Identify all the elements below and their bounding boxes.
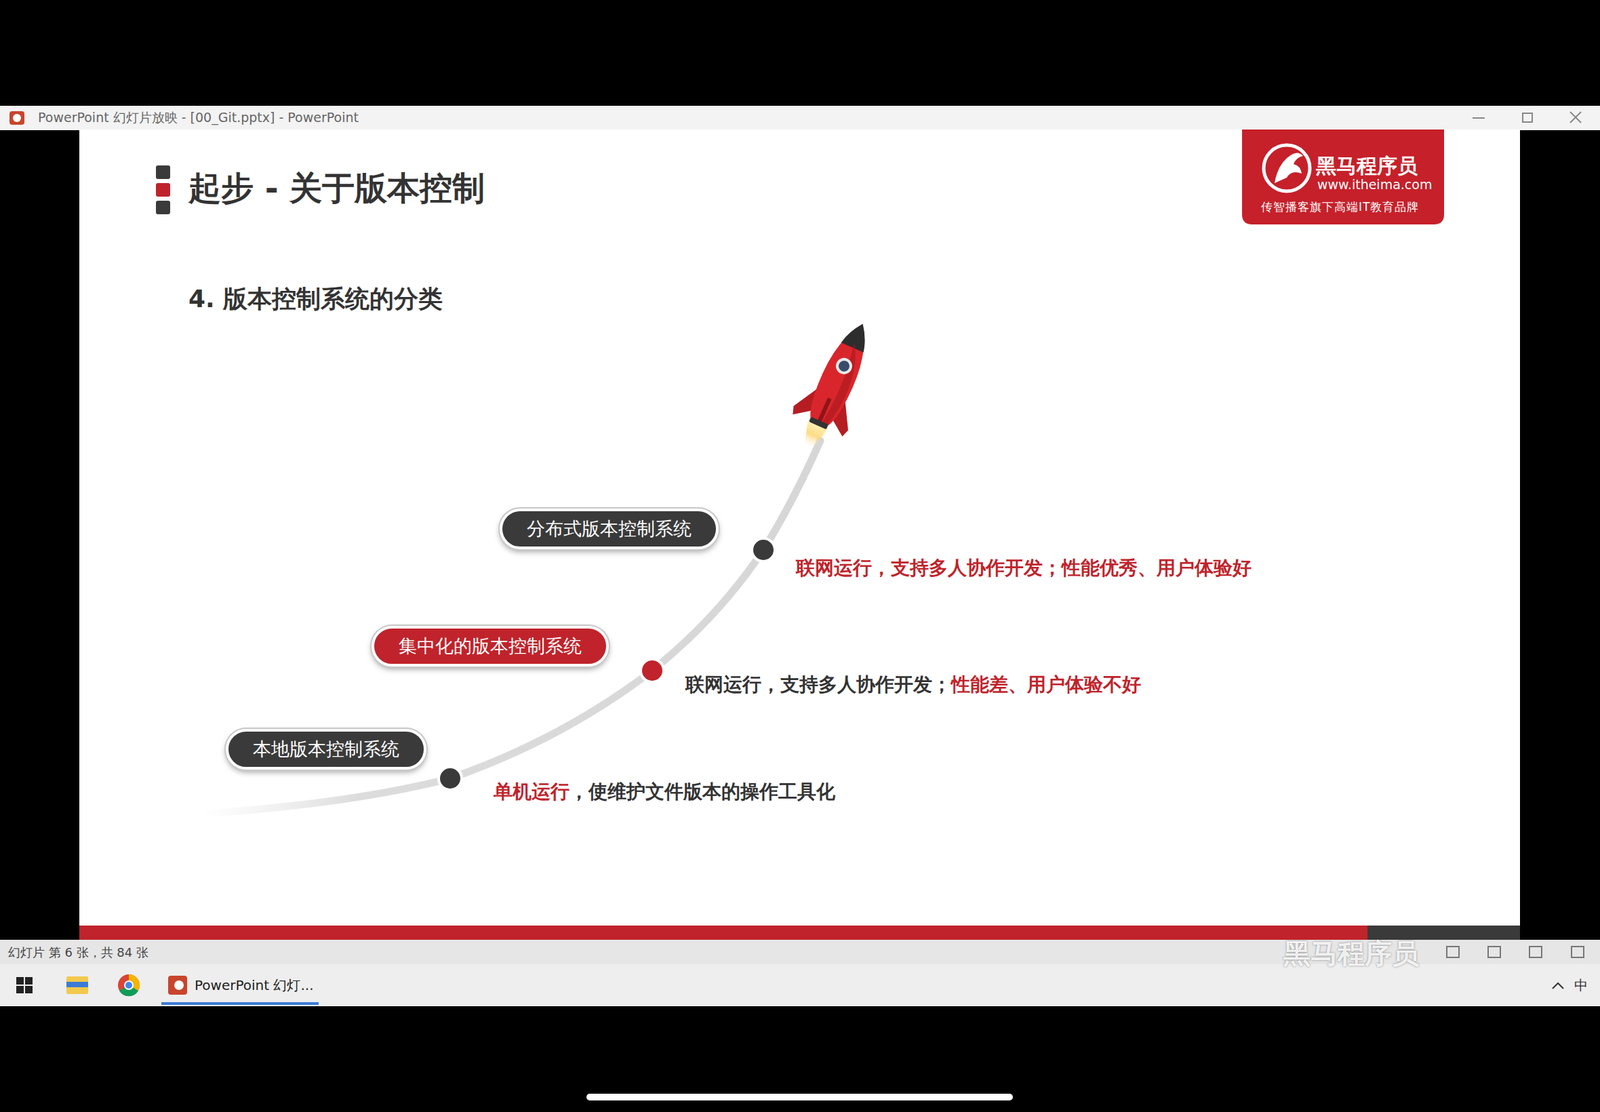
section-heading: 4. 版本控制系统的分类 [188, 284, 443, 313]
status-text-line: 幻灯片 第 6 张，共 84 张 [8, 944, 149, 960]
active-task-underline [161, 1002, 319, 1005]
logo-brand-line: 黑马程序员 [1315, 152, 1418, 179]
logo-emblem [1263, 145, 1310, 192]
section-heading-line: 4. 版本控制系统的分类 [188, 282, 443, 315]
slide-title-line: 起步 - 关于版本控制 [188, 166, 485, 209]
title-bar [0, 105, 1600, 131]
watermark: 黑马程序员 [1283, 937, 1419, 969]
ime-indicator-line: 中 [1574, 976, 1588, 994]
stage-name: 集中化的版本控制系统 [398, 635, 582, 657]
taskbar-item: PowerPoint 幻灯... [194, 976, 314, 994]
logo-url-line: www.itheima.com [1317, 176, 1432, 194]
stage-name: 本地版本控制系统 [252, 738, 400, 760]
title-marker [155, 165, 171, 179]
stage-pill: 本地版本控制系统 [225, 728, 427, 770]
logo-brand: 黑马程序员 [1315, 153, 1418, 178]
logo-slogan-line: 传智播客旗下高端IT教育品牌 [1261, 199, 1419, 215]
view-icon [1446, 946, 1459, 958]
taskbar [0, 964, 1600, 1007]
stage-name: 分布式版本控制系统 [526, 517, 692, 539]
status-text: 幻灯片 第 6 张，共 84 张 [8, 945, 149, 960]
windows-logo [16, 976, 33, 994]
slide [79, 129, 1520, 940]
watermark-line: 黑马程序员 [1283, 935, 1419, 971]
description: 联网运行，支持多人协作开发； [685, 673, 952, 696]
description-line: 联网运行，支持多人协作开发；性能差、用户体验不好 [685, 672, 1142, 697]
home-indicator [586, 1093, 1013, 1101]
description: 性能差、用户体验不好 [951, 673, 1142, 696]
description: ，使维护文件版本的操作工具化 [569, 780, 836, 803]
close-button [1570, 111, 1582, 123]
rocket-illustration [780, 311, 891, 461]
logo-slogan: 传智播客旗下高端IT教育品牌 [1261, 200, 1419, 214]
ime-indicator: 中 [1574, 976, 1588, 994]
minimize-button [1472, 117, 1485, 119]
tray-arrow [1552, 983, 1564, 989]
powerpoint-icon [168, 975, 188, 995]
window-title: PowerPoint 幻灯片放映 - [00_Git.pptx] - Power… [37, 109, 359, 125]
folder-icon [66, 976, 89, 994]
window-title-line: PowerPoint 幻灯片放映 - [00_Git.pptx] - Power… [37, 109, 359, 127]
description: 单机运行 [493, 780, 570, 803]
taskbar-item-line: PowerPoint 幻灯... [194, 976, 314, 994]
logo-url: www.itheima.com [1317, 176, 1432, 192]
description-line: 单机运行，使维护文件版本的操作工具化 [493, 779, 836, 805]
milestone-dot [751, 538, 775, 562]
stage-pill: 分布式版本控制系统 [499, 508, 719, 550]
slide-title: 起步 - 关于版本控制 [188, 168, 485, 207]
description-line: 联网运行，支持多人协作开发；性能优秀、用户体验好 [795, 555, 1252, 581]
milestone-dot [438, 766, 462, 790]
logo-panel [1242, 129, 1445, 225]
growth-curve [203, 440, 821, 814]
chrome-icon [117, 974, 140, 996]
milestone-dot [640, 658, 664, 683]
slide-footer-bar [79, 925, 1520, 940]
restore-button [1522, 113, 1533, 123]
stage-pill: 集中化的版本控制系统 [371, 625, 609, 667]
app-icon [9, 111, 25, 125]
description: 联网运行，支持多人协作开发；性能优秀、用户体验好 [795, 556, 1252, 579]
